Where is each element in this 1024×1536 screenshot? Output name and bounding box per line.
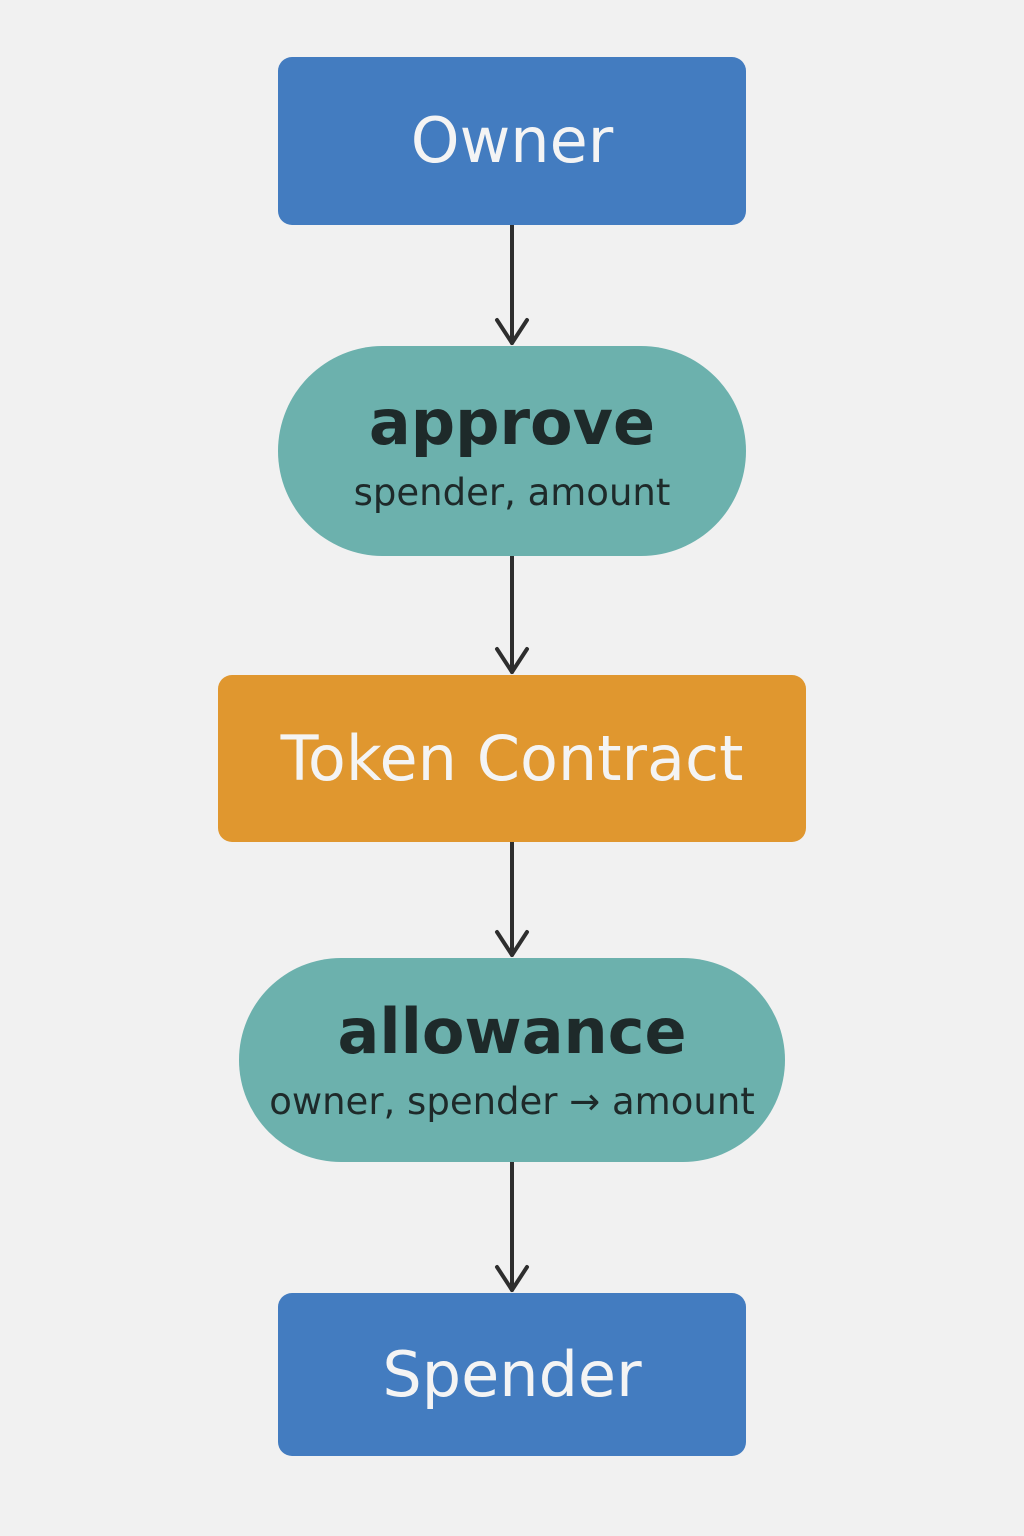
approve-title: approve	[368, 385, 656, 459]
owner-label: Owner	[410, 104, 614, 177]
spender-label: Spender	[382, 1337, 642, 1411]
owner-node: Owner	[278, 57, 746, 225]
arrow-owner-to-approve	[495, 223, 529, 345]
arrow-approve-to-token-contract	[495, 554, 529, 674]
token-contract-label: Token Contract	[280, 721, 744, 795]
arrow-token-contract-to-allowance	[495, 840, 529, 957]
approve-node: approve spender, amount	[278, 346, 746, 556]
allowance-node: allowance owner, spender → amount	[239, 958, 785, 1162]
spender-node: Spender	[278, 1293, 746, 1456]
allowance-title: allowance	[337, 994, 687, 1068]
token-contract-node: Token Contract	[218, 675, 806, 842]
approve-params: spender, amount	[353, 470, 671, 514]
allowance-params: owner, spender → amount	[269, 1079, 755, 1123]
arrow-allowance-to-spender	[495, 1160, 529, 1292]
